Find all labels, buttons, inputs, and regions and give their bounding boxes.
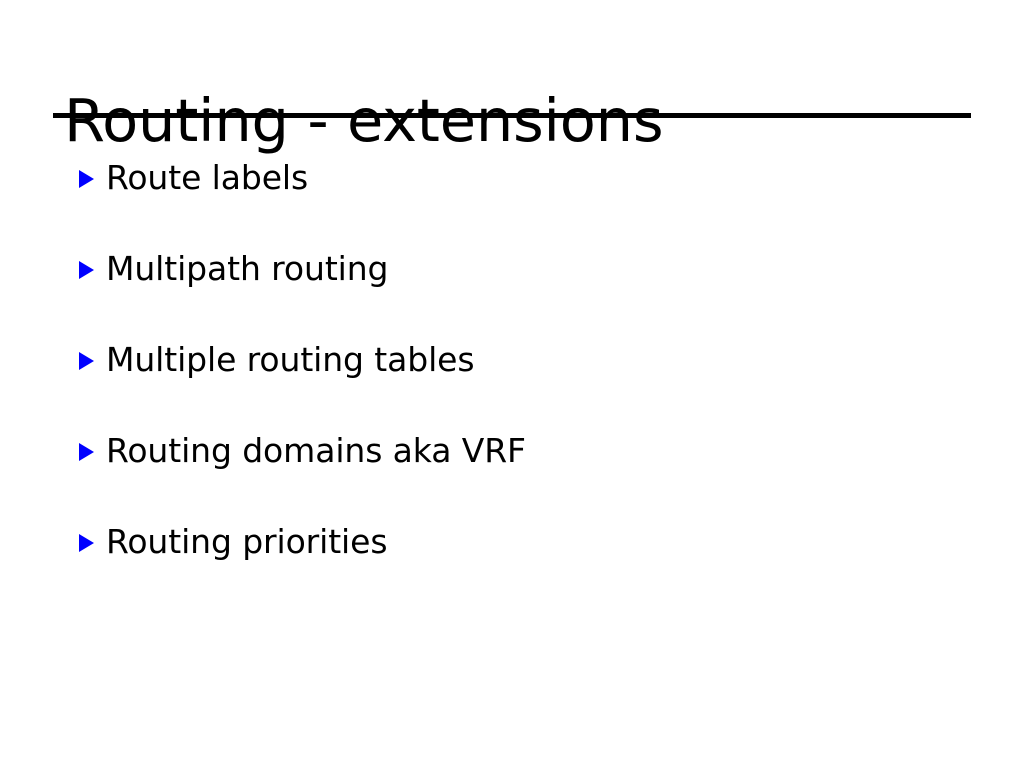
triangle-right-icon: [78, 534, 96, 552]
list-item-label: Multiple routing tables: [106, 340, 475, 379]
title-underline-rule: [53, 113, 971, 118]
list-item-label: Route labels: [106, 158, 309, 197]
triangle-right-icon: [78, 443, 96, 461]
list-item-label: Routing priorities: [106, 522, 388, 561]
triangle-right-icon: [78, 352, 96, 370]
triangle-right-icon: [78, 261, 96, 279]
list-item-label: Multipath routing: [106, 249, 389, 288]
list-item: Multiple routing tables: [78, 340, 978, 431]
list-item: Multipath routing: [78, 249, 978, 340]
list-item: Route labels: [78, 158, 978, 249]
page-title: Routing - extensions: [64, 85, 664, 155]
triangle-right-icon: [78, 170, 96, 188]
list-item: Routing domains aka VRF: [78, 431, 978, 522]
bullet-list: Route labels Multipath routing Multiple …: [78, 158, 978, 613]
list-item-label: Routing domains aka VRF: [106, 431, 526, 470]
list-item: Routing priorities: [78, 522, 978, 613]
